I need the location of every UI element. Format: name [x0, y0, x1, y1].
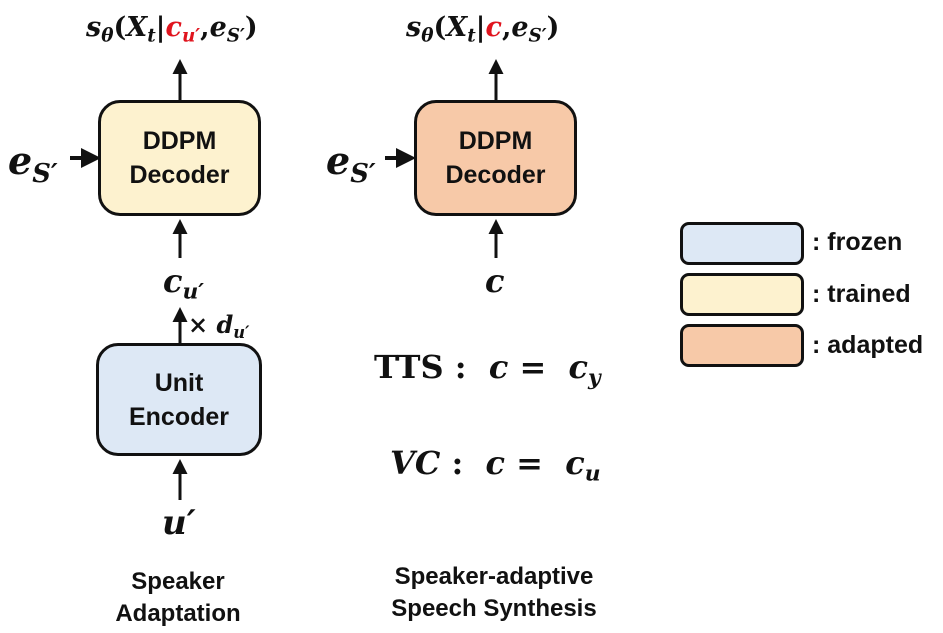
legend-label-trained: : trained	[812, 280, 911, 308]
vc-equation: VC : c = cu	[390, 444, 601, 487]
score-theta: θ	[101, 25, 114, 47]
highlighted-condition: cu′	[165, 12, 201, 47]
left-output-score: sθ(Xt|cu′,eS′)	[86, 12, 258, 47]
left-unit-input: u′	[162, 503, 196, 543]
right-ddpm-decoder-box: DDPM Decoder	[414, 100, 577, 216]
legend-swatch-frozen	[680, 222, 804, 265]
right-caption: Speaker-adaptive Speech Synthesis	[391, 563, 597, 622]
left-unit-encoder-box: Unit Encoder	[96, 343, 262, 456]
legend-swatch-trained	[680, 273, 804, 316]
left-duration-label: × du′	[188, 310, 250, 342]
left-ddpm-decoder-box: DDPM Decoder	[98, 100, 261, 216]
left-caption: Speaker Adaptation	[115, 568, 241, 627]
legend-label-adapted: : adapted	[812, 331, 924, 359]
decoder-label-line2: Decoder	[445, 161, 546, 189]
legend-swatch-adapted	[680, 324, 804, 367]
encoder-label-line2: Encoder	[128, 402, 230, 431]
legend-label-frozen: : frozen	[812, 228, 903, 256]
right-condition-input: c	[485, 262, 505, 300]
encoder-label-line1: Unit	[154, 368, 204, 397]
right-speaker-embedding: eS′	[326, 138, 376, 189]
highlighted-condition: c	[485, 12, 502, 43]
tts-equation: TTS : c = cy	[374, 348, 601, 391]
decoder-label-line2: Decoder	[129, 161, 230, 189]
decoder-label-line1: DDPM	[142, 127, 217, 155]
score-s: s	[86, 12, 102, 43]
left-speaker-embedding: eS′	[8, 138, 58, 189]
decoder-label-line1: DDPM	[458, 127, 533, 155]
right-output-score: sθ(Xt|c,eS′)	[406, 12, 560, 47]
left-unit-feature: cu′	[163, 262, 205, 305]
